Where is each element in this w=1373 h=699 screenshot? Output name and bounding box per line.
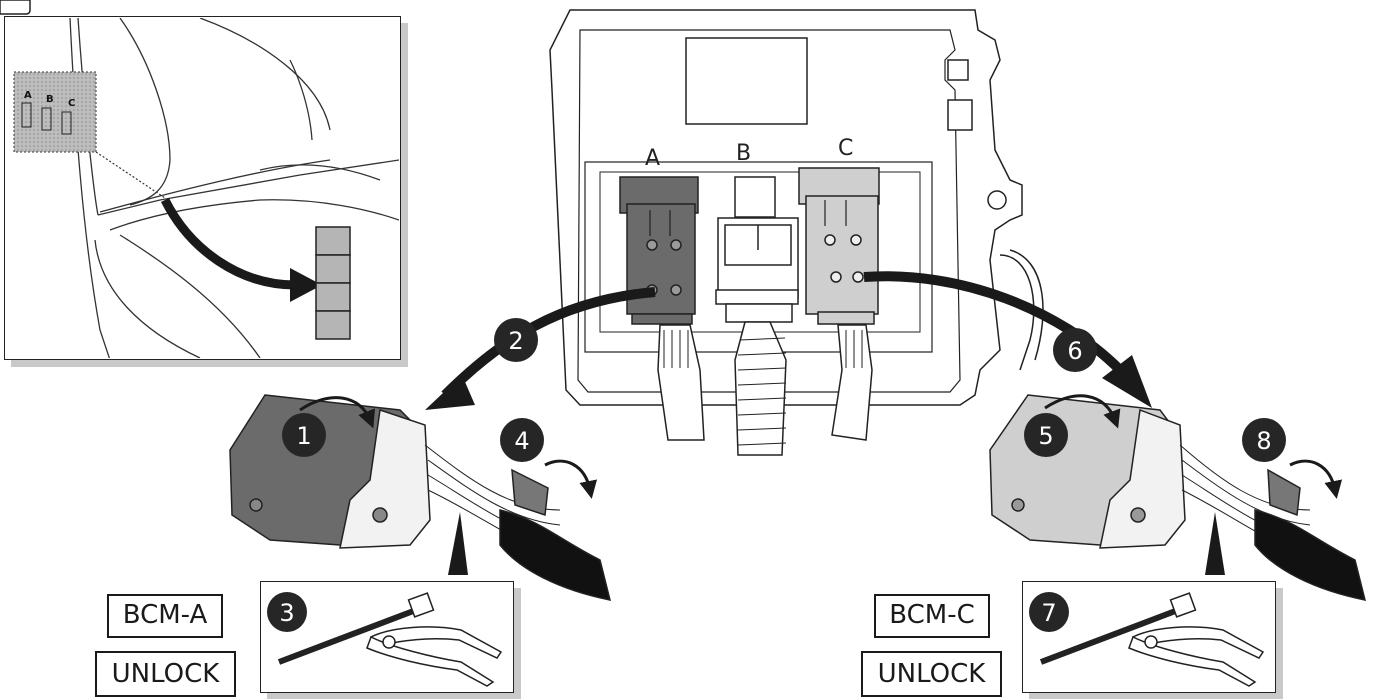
inset-connector-stack [316, 227, 350, 339]
step-marker-4: 4 [500, 418, 544, 462]
step-marker-6: 6 [1053, 328, 1097, 372]
svg-text:7: 7 [1041, 599, 1056, 627]
label-unlock-right: UNLOCK [861, 651, 1002, 697]
connector-letter-b: B [736, 141, 751, 166]
step-marker-5: 5 [1024, 413, 1068, 457]
connector-letter-a: A [645, 146, 660, 171]
connector-c [799, 168, 879, 324]
label-unlock-left: UNLOCK [95, 651, 236, 697]
svg-text:5: 5 [1038, 422, 1053, 450]
inset-letter-c: C [68, 98, 75, 109]
connector-a [620, 177, 698, 324]
pliers-and-cable-tie-illustration: 7 [1023, 582, 1277, 694]
tool-callout-step-7: 7 [1022, 581, 1276, 693]
step-marker-1: 1 [282, 413, 326, 457]
connector-letter-c: C [838, 136, 853, 161]
svg-text:2: 2 [508, 327, 523, 355]
label-bcm-a: BCM-A [107, 594, 223, 638]
svg-text:3: 3 [279, 599, 294, 627]
step-marker-2: 2 [494, 318, 538, 362]
bcm-location-highlight [14, 72, 96, 152]
svg-text:8: 8 [1256, 427, 1271, 455]
rotate-arrow-4 [545, 461, 590, 490]
pliers-and-cable-tie-illustration: 3 [261, 582, 515, 694]
module-harnesses [658, 322, 872, 455]
inset-letter-b: B [46, 94, 54, 105]
svg-text:4: 4 [514, 427, 529, 455]
svg-text:6: 6 [1067, 337, 1082, 365]
inset-leader-line [96, 152, 165, 198]
tool-callout-step-3: 3 [260, 581, 514, 693]
corner-tab [0, 0, 30, 14]
inset-letter-a: A [24, 90, 32, 101]
svg-text:1: 1 [296, 422, 311, 450]
step-marker-8: 8 [1242, 418, 1286, 462]
callout-pointer-7 [1205, 512, 1225, 575]
inset-arrow [165, 200, 295, 285]
label-bcm-c: BCM-C [874, 594, 990, 638]
callout-pointer-3 [448, 512, 468, 575]
